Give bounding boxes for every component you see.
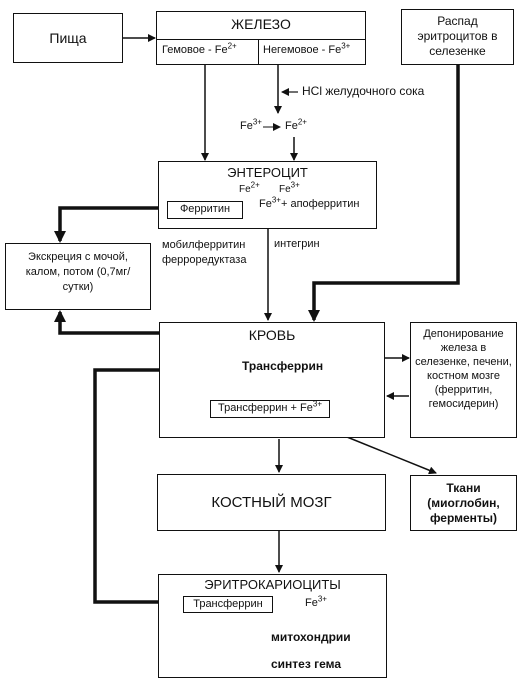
apoferritin-label: Fe3++ апоферритин — [259, 195, 360, 210]
arrow-ferritin-excretion — [54, 206, 165, 243]
ent-from-sup: 2+ — [250, 180, 260, 190]
conv-from-sup: 3+ — [252, 117, 262, 127]
rbc-breakdown-label: Распад эритроцитов в селезенке — [417, 14, 498, 58]
rbc-breakdown-box: Распад эритроцитов в селезенке — [401, 9, 514, 65]
transferrin-complex: Трансферрин + Fe3+ — [211, 399, 329, 414]
erythro-fe-text: Fe — [305, 597, 318, 609]
enterocyte-reaction-to: Fe3+ — [279, 180, 300, 195]
ferritin-label: Ферритин — [179, 203, 231, 215]
ent-to-text: Fe — [279, 184, 291, 195]
conv-to-sup: 2+ — [297, 117, 307, 127]
transferrin-complex-box: Трансферрин + Fe3+ — [210, 400, 330, 418]
transport-left-label: мобилферритин ферроредуктаза — [162, 239, 247, 266]
iron-title: ЖЕЛЕЗО — [231, 16, 291, 32]
complex-text: Трансферрин + Fe — [217, 402, 313, 414]
erythro-box: ЭРИТРОКАРИОЦИТЫ Трансферрин Fe3+ митохон… — [158, 574, 387, 678]
tissues-box: Ткани (миоглобин, ферменты) — [410, 475, 517, 531]
arrow-blood-excretion — [54, 310, 160, 335]
apo-suffix: + апоферритин — [280, 198, 360, 210]
apo-fe-sup: 3+ — [271, 195, 281, 205]
food-box: Пища — [13, 13, 123, 63]
ent-from-text: Fe — [239, 184, 251, 195]
ferritin-box: Ферритин — [167, 201, 243, 219]
erythro-fe-sup: 3+ — [317, 594, 327, 604]
heme-iron: Гемовое - Fe2+ — [162, 41, 237, 56]
transport-right-label: интегрин — [274, 238, 320, 250]
conv-to-text: Fe — [285, 120, 298, 132]
marrow-box: КОСТНЫЙ МОЗГ — [157, 474, 386, 531]
heme-text: Гемовое - Fe — [162, 44, 228, 56]
erythro-fe: Fe3+ — [305, 594, 327, 609]
enterocyte-reaction-from: Fe2+ — [239, 180, 260, 195]
enterocyte-box: ЭНТЕРОЦИТ Fe2+ Fe3+ Ферритин Fe3++ апофе… — [158, 161, 377, 229]
iron-divider — [157, 39, 365, 40]
excretion-box: Экскреция с мочой, калом, потом (0,7мг/с… — [5, 243, 151, 310]
deposit-box: Депонирование железа в селезенке, печени… — [410, 322, 517, 438]
blood-transferrin: Трансферрин — [242, 359, 324, 373]
iron-vdivider — [258, 39, 259, 64]
nonheme-sup: 3+ — [341, 41, 351, 51]
mitochondria-label: митохондрии — [271, 630, 351, 644]
iron-box: ЖЕЛЕЗО Гемовое - Fe2+ Негемовое - Fe3+ — [156, 11, 366, 65]
erythro-title: ЭРИТРОКАРИОЦИТЫ — [204, 577, 341, 592]
blood-box: КРОВЬ Трансферрин Трансферрин + Fe3+ — [159, 322, 385, 438]
apo-fe-text: Fe — [259, 198, 272, 210]
erythro-transferrin-box: Трансферрин — [183, 596, 273, 613]
heme-sup: 2+ — [227, 41, 237, 51]
deposit-label: Депонирование железа в селезенке, печени… — [415, 328, 512, 410]
marrow-label: КОСТНЫЙ МОЗГ — [211, 494, 332, 511]
enterocyte-title: ЭНТЕРОЦИТ — [227, 165, 308, 180]
heme-synthesis-label: синтез гема — [271, 657, 342, 671]
nonheme-text: Негемовое - Fe — [263, 44, 342, 56]
hcl-label: НСl желудочного сока — [302, 84, 425, 98]
nonheme-iron: Негемовое - Fe3+ — [263, 41, 351, 56]
food-label: Пища — [49, 30, 87, 46]
blood-title: КРОВЬ — [248, 327, 296, 343]
conversion-from: Fe3+ — [240, 117, 262, 132]
conversion-to: Fe2+ — [285, 117, 307, 132]
tissues-label: Ткани (миоглобин, ферменты) — [427, 481, 500, 525]
ent-to-sup: 3+ — [290, 180, 300, 190]
conv-from-text: Fe — [240, 120, 253, 132]
arrow-blood-tissues — [346, 436, 437, 475]
complex-sup: 3+ — [312, 399, 323, 409]
excretion-label: Экскреция с мочой, калом, потом (0,7мг/с… — [25, 251, 131, 293]
erythro-transferrin: Трансферрин — [193, 598, 263, 610]
